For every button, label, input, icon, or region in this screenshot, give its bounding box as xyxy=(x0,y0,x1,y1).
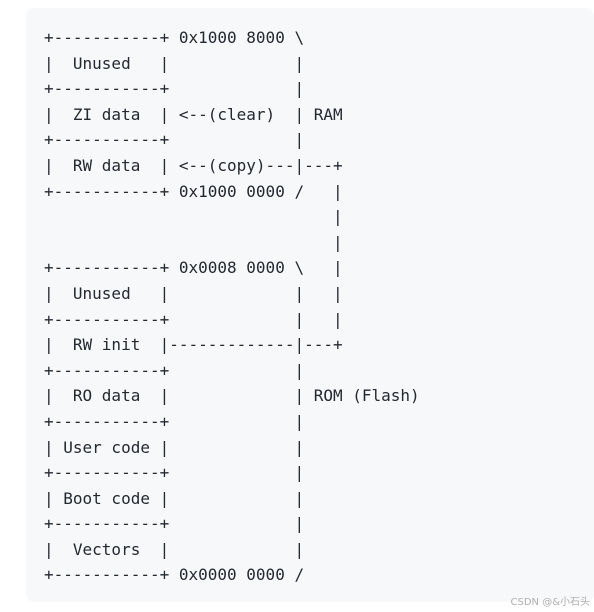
code-line: | Boot code | | xyxy=(44,488,305,508)
code-line: +-----------+ | xyxy=(44,411,305,431)
code-line: | xyxy=(44,232,343,252)
code-line: +-----------+ | xyxy=(44,360,305,380)
code-line: | User code | | xyxy=(44,437,305,457)
code-line: | ZI data | <--(clear) | RAM xyxy=(44,104,343,124)
code-line: | RO data | | ROM (Flash) xyxy=(44,386,420,406)
code-line: | xyxy=(44,207,343,227)
watermark: CSDN @&小石头 xyxy=(510,597,591,608)
code-line: +-----------+ 0x1000 8000 \ xyxy=(44,28,305,47)
code-line: | RW init |-------------|---+ xyxy=(44,335,343,355)
code-line: +-----------+ 0x0008 0000 \ | xyxy=(44,258,343,278)
code-line: +-----------+ | xyxy=(44,463,305,483)
code-line: | Unused | | | xyxy=(44,283,343,303)
code-line: +-----------+ | xyxy=(44,514,305,534)
memory-map-diagram: +-----------+ 0x1000 8000 \ | Unused | |… xyxy=(44,25,420,588)
code-line: | Vectors | | xyxy=(44,539,305,559)
code-line: +-----------+ 0x1000 0000 / | xyxy=(44,181,343,201)
code-line: +-----------+ 0x0000 0000 / xyxy=(44,565,305,585)
code-block: +-----------+ 0x1000 8000 \ | Unused | |… xyxy=(26,8,594,602)
code-line: | RW data | <--(copy)---|---+ xyxy=(44,155,343,175)
code-line: +-----------+ | xyxy=(44,79,305,99)
code-line: | Unused | | xyxy=(44,53,305,73)
code-line: +-----------+ | xyxy=(44,130,305,150)
code-line: +-----------+ | | xyxy=(44,309,343,329)
